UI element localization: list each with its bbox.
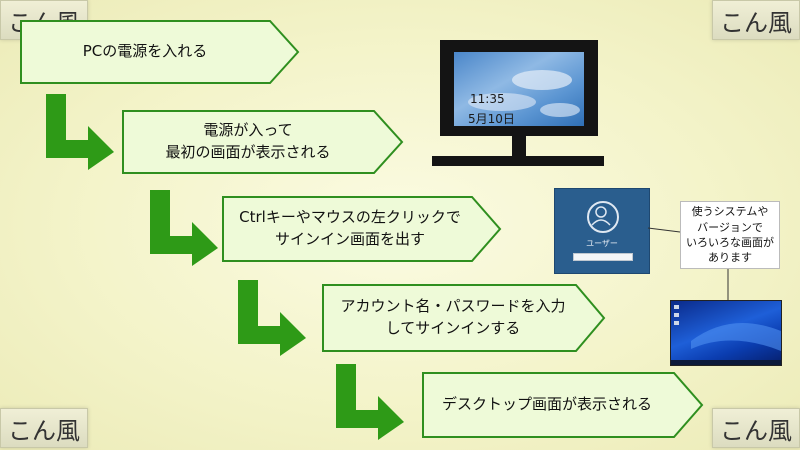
password-field (573, 253, 633, 261)
step-5-text: デスクトップ画面が表示される (441, 395, 652, 414)
down-right-arrow-icon (150, 190, 218, 266)
taskbar (671, 360, 781, 365)
step-4-text-line1: アカウント名・パスワードを入力 (340, 297, 566, 316)
step-4-box: アカウント名・パスワードを入力 してサインインする (322, 284, 606, 352)
monitor-clock: 11:35 5月10日 (468, 92, 515, 127)
logo-bottom-right: こん風 (712, 408, 800, 448)
down-right-arrow-icon (46, 94, 114, 170)
step-3-box: Ctrlキーやマウスの左クリックで サインイン画面を出す (222, 196, 502, 262)
step-2-box: 電源が入って 最初の画面が表示される (122, 110, 404, 174)
monitor-time: 11:35 (470, 92, 505, 106)
step-4-text-line2: してサインインする (385, 319, 521, 337)
note-line-3: いろいろな画面が (686, 236, 774, 249)
monitor-icon (432, 40, 604, 166)
step-2-text-line2: 最初の画面が表示される (165, 143, 331, 161)
down-right-arrow-icon (336, 364, 404, 440)
logo-top-right: こん風 (712, 0, 800, 40)
step-3-text-line2: サインイン画面を出す (274, 230, 425, 248)
note-box: 使うシステムや バージョンで いろいろな画面が あります (680, 201, 780, 269)
step-1-text: PCの電源を入れる (82, 42, 208, 61)
signin-screen-thumbnail: ユーザー (554, 188, 650, 274)
user-avatar-icon (587, 201, 619, 233)
signin-user-label: ユーザー (586, 239, 618, 248)
monitor-date: 5月10日 (468, 112, 515, 126)
desktop-screen-thumbnail (670, 300, 782, 366)
down-right-arrow-icon (238, 280, 306, 356)
note-line-2: バージョンで (697, 220, 763, 234)
logo-bottom-left: こん風 (0, 408, 88, 448)
step-1-box: PCの電源を入れる (20, 20, 300, 84)
note-line-4: あります (708, 251, 752, 265)
step-5-box: デスクトップ画面が表示される (422, 372, 704, 438)
note-line-1: 使うシステムや (691, 205, 769, 219)
step-3-text-line1: Ctrlキーやマウスの左クリックで (239, 208, 461, 227)
step-2-text-line1: 電源が入って (203, 121, 293, 140)
